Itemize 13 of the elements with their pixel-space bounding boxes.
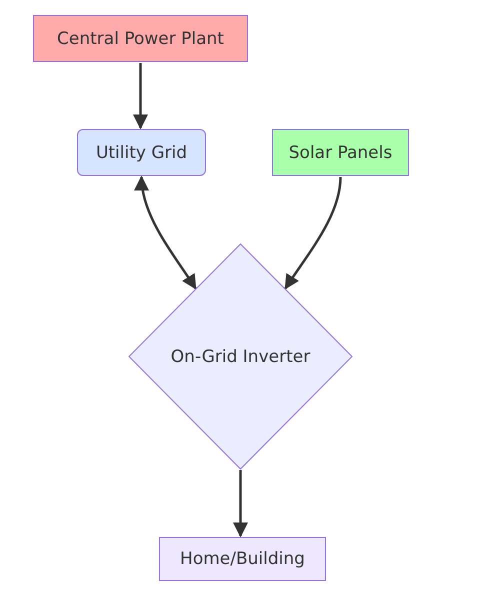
node-label: Central Power Plant xyxy=(57,28,224,48)
process-box xyxy=(77,129,206,176)
process-box xyxy=(33,15,248,62)
node-label: On-Grid Inverter xyxy=(170,346,310,366)
arrow xyxy=(133,63,148,130)
node-label: Home/Building xyxy=(180,549,305,569)
process-box xyxy=(272,129,409,176)
node-label: Utility Grid xyxy=(96,142,188,162)
node-label: Solar Panels xyxy=(288,142,392,162)
arrow xyxy=(284,176,342,290)
process-box xyxy=(159,537,326,581)
arrow xyxy=(233,470,248,538)
arrow xyxy=(134,176,197,290)
